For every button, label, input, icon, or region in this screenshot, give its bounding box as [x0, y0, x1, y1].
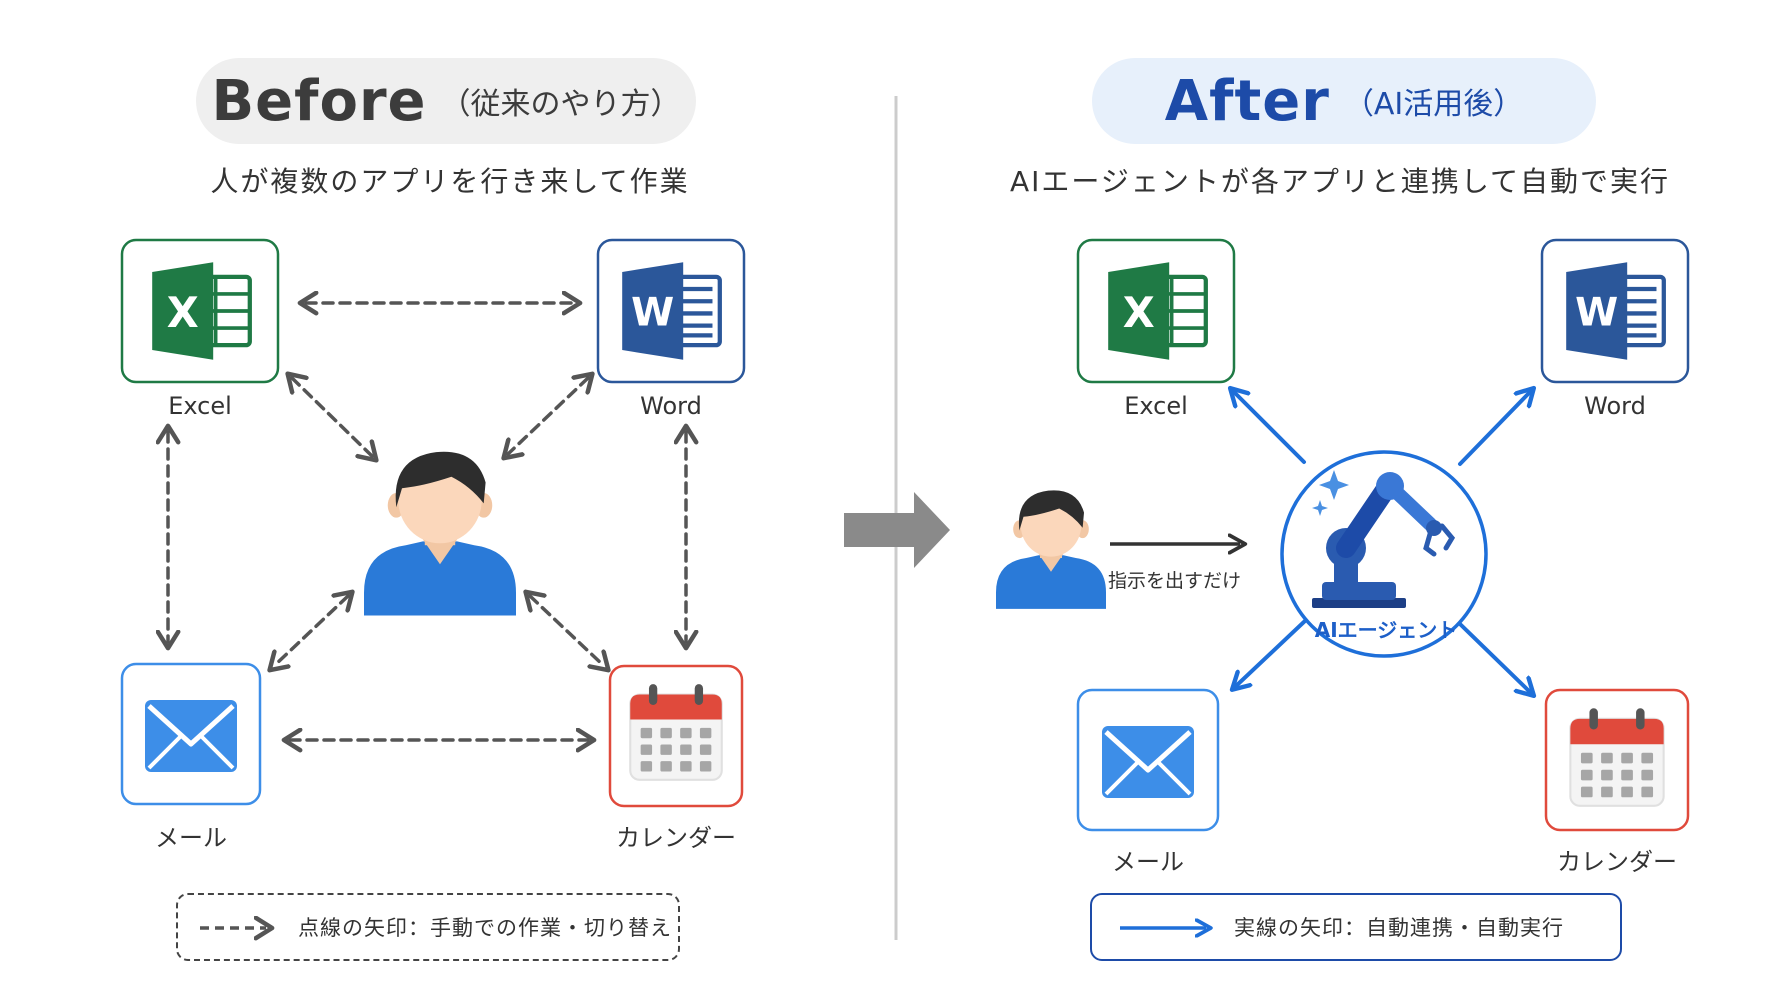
excel-icon [1108, 262, 1206, 360]
after-mail-label: メール [1112, 848, 1184, 876]
arrow-excel-person [292, 378, 372, 456]
sparkle-icon [1312, 500, 1328, 516]
agent-word-arrow [1458, 392, 1530, 466]
after-calendar-label: カレンダー [1557, 848, 1677, 876]
after-excel-tile [1076, 238, 1236, 384]
ai-agent-label: AIエージェント [1314, 618, 1458, 642]
before-word-label: Word [640, 392, 702, 420]
before-title: Before [211, 68, 427, 134]
robot-arm-icon [1312, 472, 1456, 608]
after-person-icon [996, 490, 1106, 609]
after-word-label: Word [1584, 392, 1646, 420]
before-legend: 点線の矢印：手動での作業・切り替え [176, 893, 680, 961]
agent-excel-arrow [1234, 392, 1306, 464]
ai-agent-node [1280, 450, 1488, 658]
mail-icon [1102, 726, 1194, 798]
calendar-icon [1569, 707, 1665, 807]
before-word-tile [596, 238, 746, 384]
after-word-tile [1540, 238, 1690, 384]
before-header: Before （従来のやり方） [196, 58, 696, 144]
before-calendar-tile [608, 664, 744, 808]
instruction-label: 指示を出すだけ [1108, 570, 1242, 592]
before-legend-text: 点線の矢印：手動での作業・切り替え [298, 916, 672, 940]
before-subtitle: 人が複数のアプリを行き来して作業 [210, 165, 690, 198]
excel-icon [152, 262, 250, 360]
after-title-note: （AI活用後） [1343, 87, 1524, 122]
before-mail-label: メール [155, 824, 227, 852]
arrow-person-calendar [530, 596, 604, 666]
arrow-person-mail [274, 596, 348, 666]
agent-calendar-arrow [1458, 622, 1530, 692]
after-legend-text: 実線の矢印：自動連携・自動実行 [1234, 916, 1564, 940]
sparkle-icon [1319, 470, 1349, 500]
word-icon [1566, 262, 1664, 360]
after-mail-tile [1076, 688, 1220, 832]
before-calendar-label: カレンダー [616, 824, 736, 852]
before-mail-tile [120, 662, 262, 806]
agent-mail-arrow [1236, 618, 1308, 686]
mail-icon [145, 700, 237, 772]
after-title: After [1164, 68, 1330, 134]
word-icon [622, 262, 720, 360]
before-title-note: （従来のやり方） [440, 87, 681, 122]
after-header: After （AI活用後） [1092, 58, 1596, 144]
after-calendar-tile [1544, 688, 1690, 832]
after-excel-label: Excel [1124, 392, 1188, 420]
after-legend: 実線の矢印：自動連携・自動実行 [1090, 893, 1622, 961]
calendar-icon [629, 683, 723, 781]
transition-arrow-icon [844, 492, 950, 568]
after-subtitle: AIエージェントが各アプリと連携して自動で実行 [1009, 165, 1670, 198]
before-excel-label: Excel [168, 392, 232, 420]
arrow-word-person [508, 378, 588, 454]
before-excel-tile [120, 238, 280, 384]
before-person-icon [364, 451, 516, 616]
